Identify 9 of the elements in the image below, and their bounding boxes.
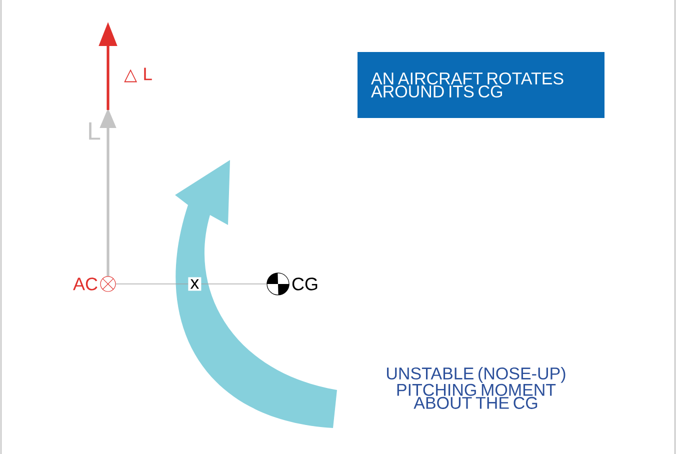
- title-box: AN AIRCRAFT ROTATES AROUND ITS CG: [358, 52, 604, 118]
- force-label: L: [89, 122, 100, 140]
- edge-label: x: [188, 277, 202, 291]
- symbol-label: AC: [73, 278, 98, 290]
- center-of-gravity-symbol: [266, 272, 290, 296]
- force-label: △ L: [124, 68, 152, 82]
- symbol-label: CG: [292, 278, 318, 290]
- caption-text: UNSTABLE (NOSE-UP) PITCHING MOMENT ABOUT THE CG: [387, 367, 566, 409]
- aerodynamic-center-symbol: [100, 276, 116, 292]
